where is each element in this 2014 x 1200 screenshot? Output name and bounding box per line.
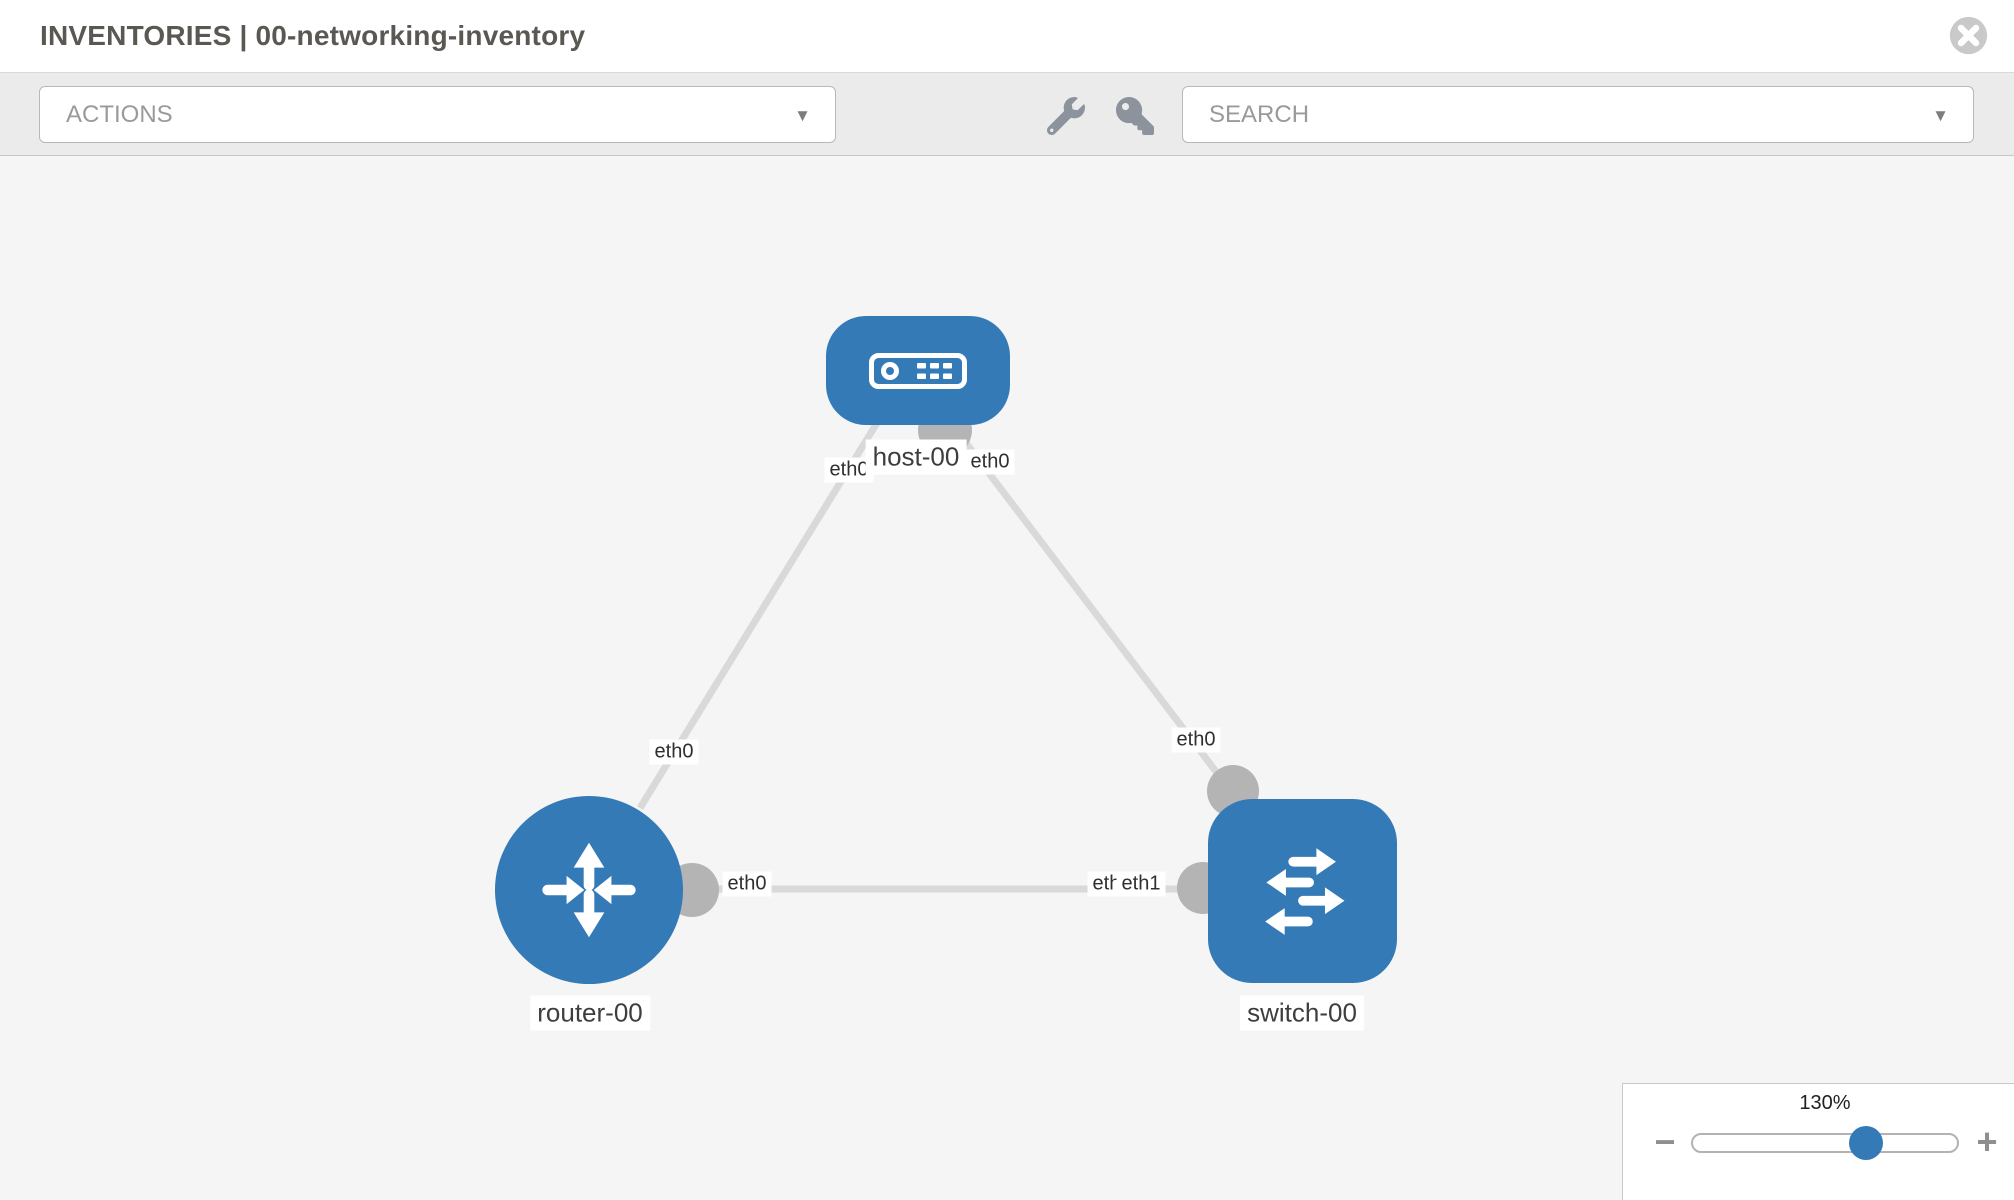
node-label-switch-00: switch-00 [1240,995,1364,1031]
node-label-router-00: router-00 [530,995,650,1031]
header: INVENTORIES | 00-networking-inventory [0,0,2014,72]
router-icon [530,831,648,949]
node-router-00[interactable] [495,796,683,984]
interface-label: eth0 [824,457,874,483]
minus-icon: − [1654,1121,1676,1162]
zoom-panel: 130% − + [1622,1083,2014,1200]
switch-icon [1242,830,1364,952]
zoom-slider-handle[interactable] [1849,1126,1883,1160]
interface-label: eth0 [649,739,699,765]
zoom-level-value: 130% [1799,1092,1851,1114]
credentials-button[interactable] [1116,97,1154,135]
wrench-icon [1046,97,1085,138]
dropdown-arrow-icon: ▼ [794,106,811,125]
toolbar: ACTIONS ▼ SEARCH ▼ [0,72,2014,156]
key-icon [1116,97,1154,138]
zoom-in-button[interactable]: + [1967,1120,2007,1164]
close-button[interactable] [1948,15,1989,56]
dropdown-arrow-icon: ▼ [1932,106,1949,125]
configure-button[interactable] [1046,97,1085,138]
close-icon [1948,16,1989,59]
plus-icon: + [1976,1121,1998,1162]
page-title: INVENTORIES | 00-networking-inventory [40,20,586,51]
node-label-host-00: host-00 [865,439,967,475]
interface-label: eth0 [1171,727,1221,753]
interface-label: eth1 [1116,871,1166,897]
topology-links [637,403,1259,917]
zoom-slider-track[interactable] [1691,1126,1959,1160]
zoom-out-button[interactable]: − [1645,1120,1685,1164]
node-switch-00[interactable] [1208,799,1397,983]
interface-label: eth0 [965,449,1015,475]
interface-label: eth0 [722,871,772,897]
node-host-00[interactable] [826,316,1010,425]
actions-dropdown-label: ACTIONS [66,100,173,128]
topology-canvas[interactable]: eth0 eth0 eth0 eth0 eth0 eth0 eth1 host-… [0,156,2014,1200]
actions-dropdown[interactable]: ACTIONS ▼ [39,86,836,143]
host-icon [868,352,968,390]
search-dropdown[interactable]: SEARCH ▼ [1182,86,1974,143]
search-dropdown-label: SEARCH [1209,100,1310,128]
